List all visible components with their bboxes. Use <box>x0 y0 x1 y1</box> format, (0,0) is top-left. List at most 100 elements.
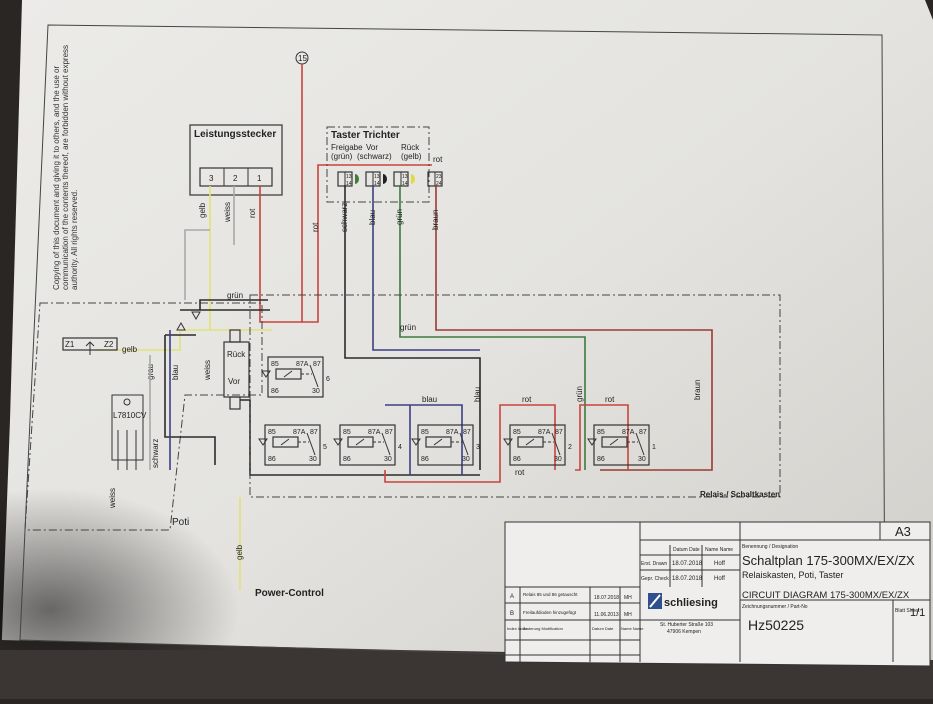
label: schwarz <box>340 203 349 232</box>
label: 3 <box>209 174 214 183</box>
diode-icon <box>333 438 343 446</box>
leistungsstecker: Leistungsstecker 3 2 1 gelb weiss rot <box>189 124 283 223</box>
diode-icon <box>587 438 597 446</box>
label: 47906 Kempen <box>667 629 701 635</box>
label: Rück <box>401 143 420 152</box>
label: 2 <box>568 444 572 451</box>
label: 85 <box>421 429 429 436</box>
label: Hoff <box>714 576 725 582</box>
relaiskasten-box <box>249 294 781 498</box>
label: Schaltplan 175-300MX/EX/ZX <box>742 553 915 568</box>
label: Taster Trichter <box>331 130 400 141</box>
label: 87 <box>313 361 321 368</box>
label: Name Name <box>705 547 733 553</box>
motor-direction-switch: Rück Vor <box>223 329 250 410</box>
label: 13 <box>402 174 408 180</box>
label: 30 <box>554 456 562 463</box>
diode-icon <box>258 438 268 446</box>
label: 87 <box>310 429 318 436</box>
label: Poti <box>172 517 189 528</box>
label: 6 <box>326 376 330 383</box>
label: 18.07.2018 <box>672 561 703 567</box>
diode-icon <box>176 311 201 331</box>
label: weiss <box>203 360 212 381</box>
label: rot <box>605 395 615 404</box>
label: St. Huberter Straße 103 <box>660 622 713 628</box>
terminal-15-label: 15 <box>298 54 307 63</box>
label: 13 <box>346 174 352 180</box>
title-block: A3 Benennung / Designation Schaltplan 17… <box>504 521 931 667</box>
label: blau <box>171 365 180 380</box>
label: rot <box>433 155 443 164</box>
label: weiss <box>223 202 232 223</box>
label: braun <box>693 380 702 400</box>
relay-3: 85 87A 87 86 30 3 <box>411 424 480 466</box>
label: 86 <box>268 456 276 463</box>
label: 85 <box>268 429 276 436</box>
label: Benennung / Designation <box>742 544 798 550</box>
label: 87A <box>622 429 635 436</box>
label: Blatt Sheet <box>895 608 920 614</box>
label: 85 <box>343 429 351 436</box>
label: blau <box>368 210 377 225</box>
label: blau <box>422 395 437 404</box>
label: Zeichnungsnummer / Part-No <box>742 604 808 610</box>
label: weiss <box>108 488 117 509</box>
label: 18.07.2018 <box>672 576 703 582</box>
label: MH <box>624 612 632 618</box>
label: (gelb) <box>401 152 422 161</box>
label: Z2 <box>104 340 114 349</box>
label: rot <box>515 468 525 477</box>
label: 14 <box>374 181 380 187</box>
label: 30 <box>309 456 317 463</box>
label: Hz50225 <box>748 617 804 633</box>
label: Datum Date <box>592 626 614 631</box>
label: 87A <box>446 429 459 436</box>
label: 87A <box>538 429 551 436</box>
label: 18.07.2018 <box>594 595 619 601</box>
label: rot <box>522 395 532 404</box>
label: L7810CV <box>113 411 147 420</box>
label: gelb <box>122 345 138 354</box>
label: Vor <box>228 377 240 386</box>
label: CIRCUIT DIAGRAM 175-300MX/EX/ZX <box>742 590 910 601</box>
label: Änderung Modification <box>523 626 563 631</box>
label: 4 <box>398 444 402 451</box>
label: grün <box>575 386 584 402</box>
relaiskasten-label: Relais-/ Schaltkasten <box>700 490 780 499</box>
label: 24 <box>436 181 442 187</box>
label: 86 <box>421 456 429 463</box>
label: Index Index <box>507 626 528 631</box>
label: 87 <box>555 429 563 436</box>
label: 30 <box>462 456 470 463</box>
label: 13 <box>374 174 380 180</box>
label: gelb <box>198 202 207 218</box>
label: 30 <box>384 456 392 463</box>
label: 30 <box>312 388 320 395</box>
label: 87A <box>296 361 309 368</box>
label: 5 <box>323 444 327 451</box>
label: schliesing <box>664 597 718 609</box>
label: Leistungsstecker <box>194 129 276 140</box>
label: 3 <box>476 444 480 451</box>
label: 1 <box>257 174 262 183</box>
label: MH <box>624 595 632 601</box>
label: 85 <box>271 361 279 368</box>
label: Rück <box>227 350 246 359</box>
label: Datum Date <box>673 547 700 553</box>
label: 86 <box>343 456 351 463</box>
label: 85 <box>597 429 605 436</box>
label: 2 <box>233 174 238 183</box>
label: (grün) <box>331 152 353 161</box>
label: Hoff <box>714 561 725 567</box>
diode-icon <box>503 438 513 446</box>
label: A3 <box>895 524 911 539</box>
label: 87 <box>463 429 471 436</box>
